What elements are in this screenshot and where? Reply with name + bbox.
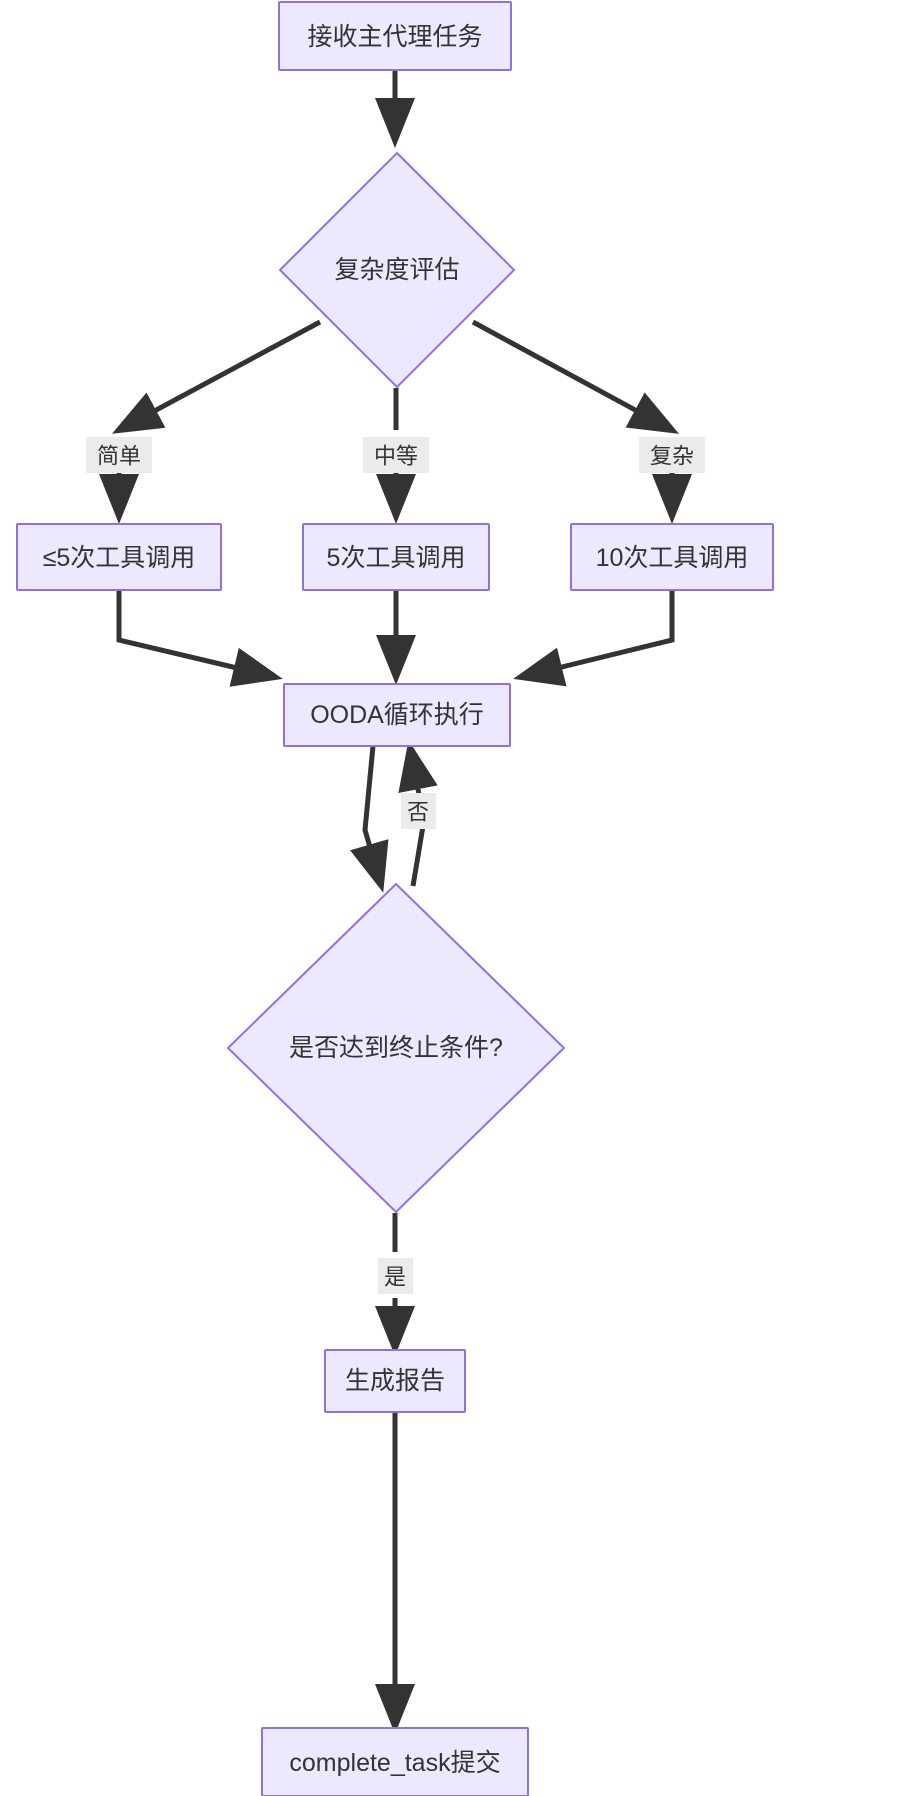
node-assess-label: 复杂度评估: [334, 256, 459, 284]
edge-label-yes-bg: [378, 1258, 413, 1294]
node-ooda-shape[interactable]: [283, 683, 511, 747]
node-simple[interactable]: ≤5次工具调用: [16, 523, 222, 591]
node-complex-shape[interactable]: [570, 523, 774, 591]
node-assess[interactable]: 复杂度评估: [278, 151, 516, 389]
node-decide[interactable]: 是否达到终止条件?: [226, 882, 566, 1214]
node-decide-shape[interactable]: [226, 882, 566, 1214]
node-assess-shape[interactable]: [278, 151, 516, 389]
edge-label-yes-text: 是: [384, 1265, 406, 1290]
edge-label-complex-text: 复杂: [650, 444, 694, 469]
node-ooda[interactable]: OODA循环执行: [283, 683, 511, 747]
node-ooda-label: OODA循环执行: [310, 701, 484, 729]
edge-label-simple: 简单: [86, 437, 152, 473]
node-report-label: 生成报告: [345, 1367, 445, 1395]
node-decide-label: 是否达到终止条件?: [289, 1034, 503, 1062]
edge-label-yes: 是: [378, 1258, 413, 1294]
node-complete[interactable]: complete_task提交: [261, 1727, 529, 1796]
node-report[interactable]: 生成报告: [324, 1349, 466, 1413]
node-medium-label: 5次工具调用: [327, 544, 466, 572]
edge-ooda-to-decide: [350, 745, 389, 893]
node-simple-shape[interactable]: [16, 523, 222, 591]
edge-assess-to-complex: [471, 319, 680, 434]
edge-label-medium-bg: [363, 437, 429, 473]
edge-label-complex: 复杂: [639, 437, 705, 473]
node-medium[interactable]: 5次工具调用: [302, 523, 490, 591]
node-medium-shape[interactable]: [302, 523, 490, 591]
node-start-label: 接收主代理任务: [307, 23, 482, 51]
node-start[interactable]: 接收主代理任务: [278, 1, 512, 71]
node-complete-shape[interactable]: [261, 1727, 529, 1796]
node-complete-label: complete_task提交: [289, 1749, 500, 1777]
edge-complex-to-ooda: [513, 591, 675, 687]
edges-layer: [99, 70, 692, 1735]
node-report-shape[interactable]: [324, 1349, 466, 1413]
node-complex-label: 10次工具调用: [596, 544, 749, 572]
node-complex[interactable]: 10次工具调用: [570, 523, 774, 591]
edge-label-no-bg: [401, 793, 436, 829]
edge-label-medium-text: 中等: [374, 444, 418, 469]
node-start-shape[interactable]: [278, 1, 512, 71]
edge-label-no-text: 否: [407, 800, 429, 825]
edge-label-simple-text: 简单: [97, 444, 141, 469]
edge-simple-to-ooda: [116, 591, 283, 687]
edge-labels-layer: 简单 中等 复杂 否 是: [86, 437, 705, 1294]
edge-label-no: 否: [401, 793, 436, 829]
edge-label-simple-bg: [86, 437, 152, 473]
edge-assess-to-simple: [111, 319, 322, 434]
edge-label-complex-bg: [639, 437, 705, 473]
node-simple-label: ≤5次工具调用: [43, 544, 196, 572]
edge-label-medium: 中等: [363, 437, 429, 473]
nodes-layer: 接收主代理任务 复杂度评估 ≤5次工具调用 5次工具调用 10次工具调用 OOD: [16, 1, 774, 1796]
